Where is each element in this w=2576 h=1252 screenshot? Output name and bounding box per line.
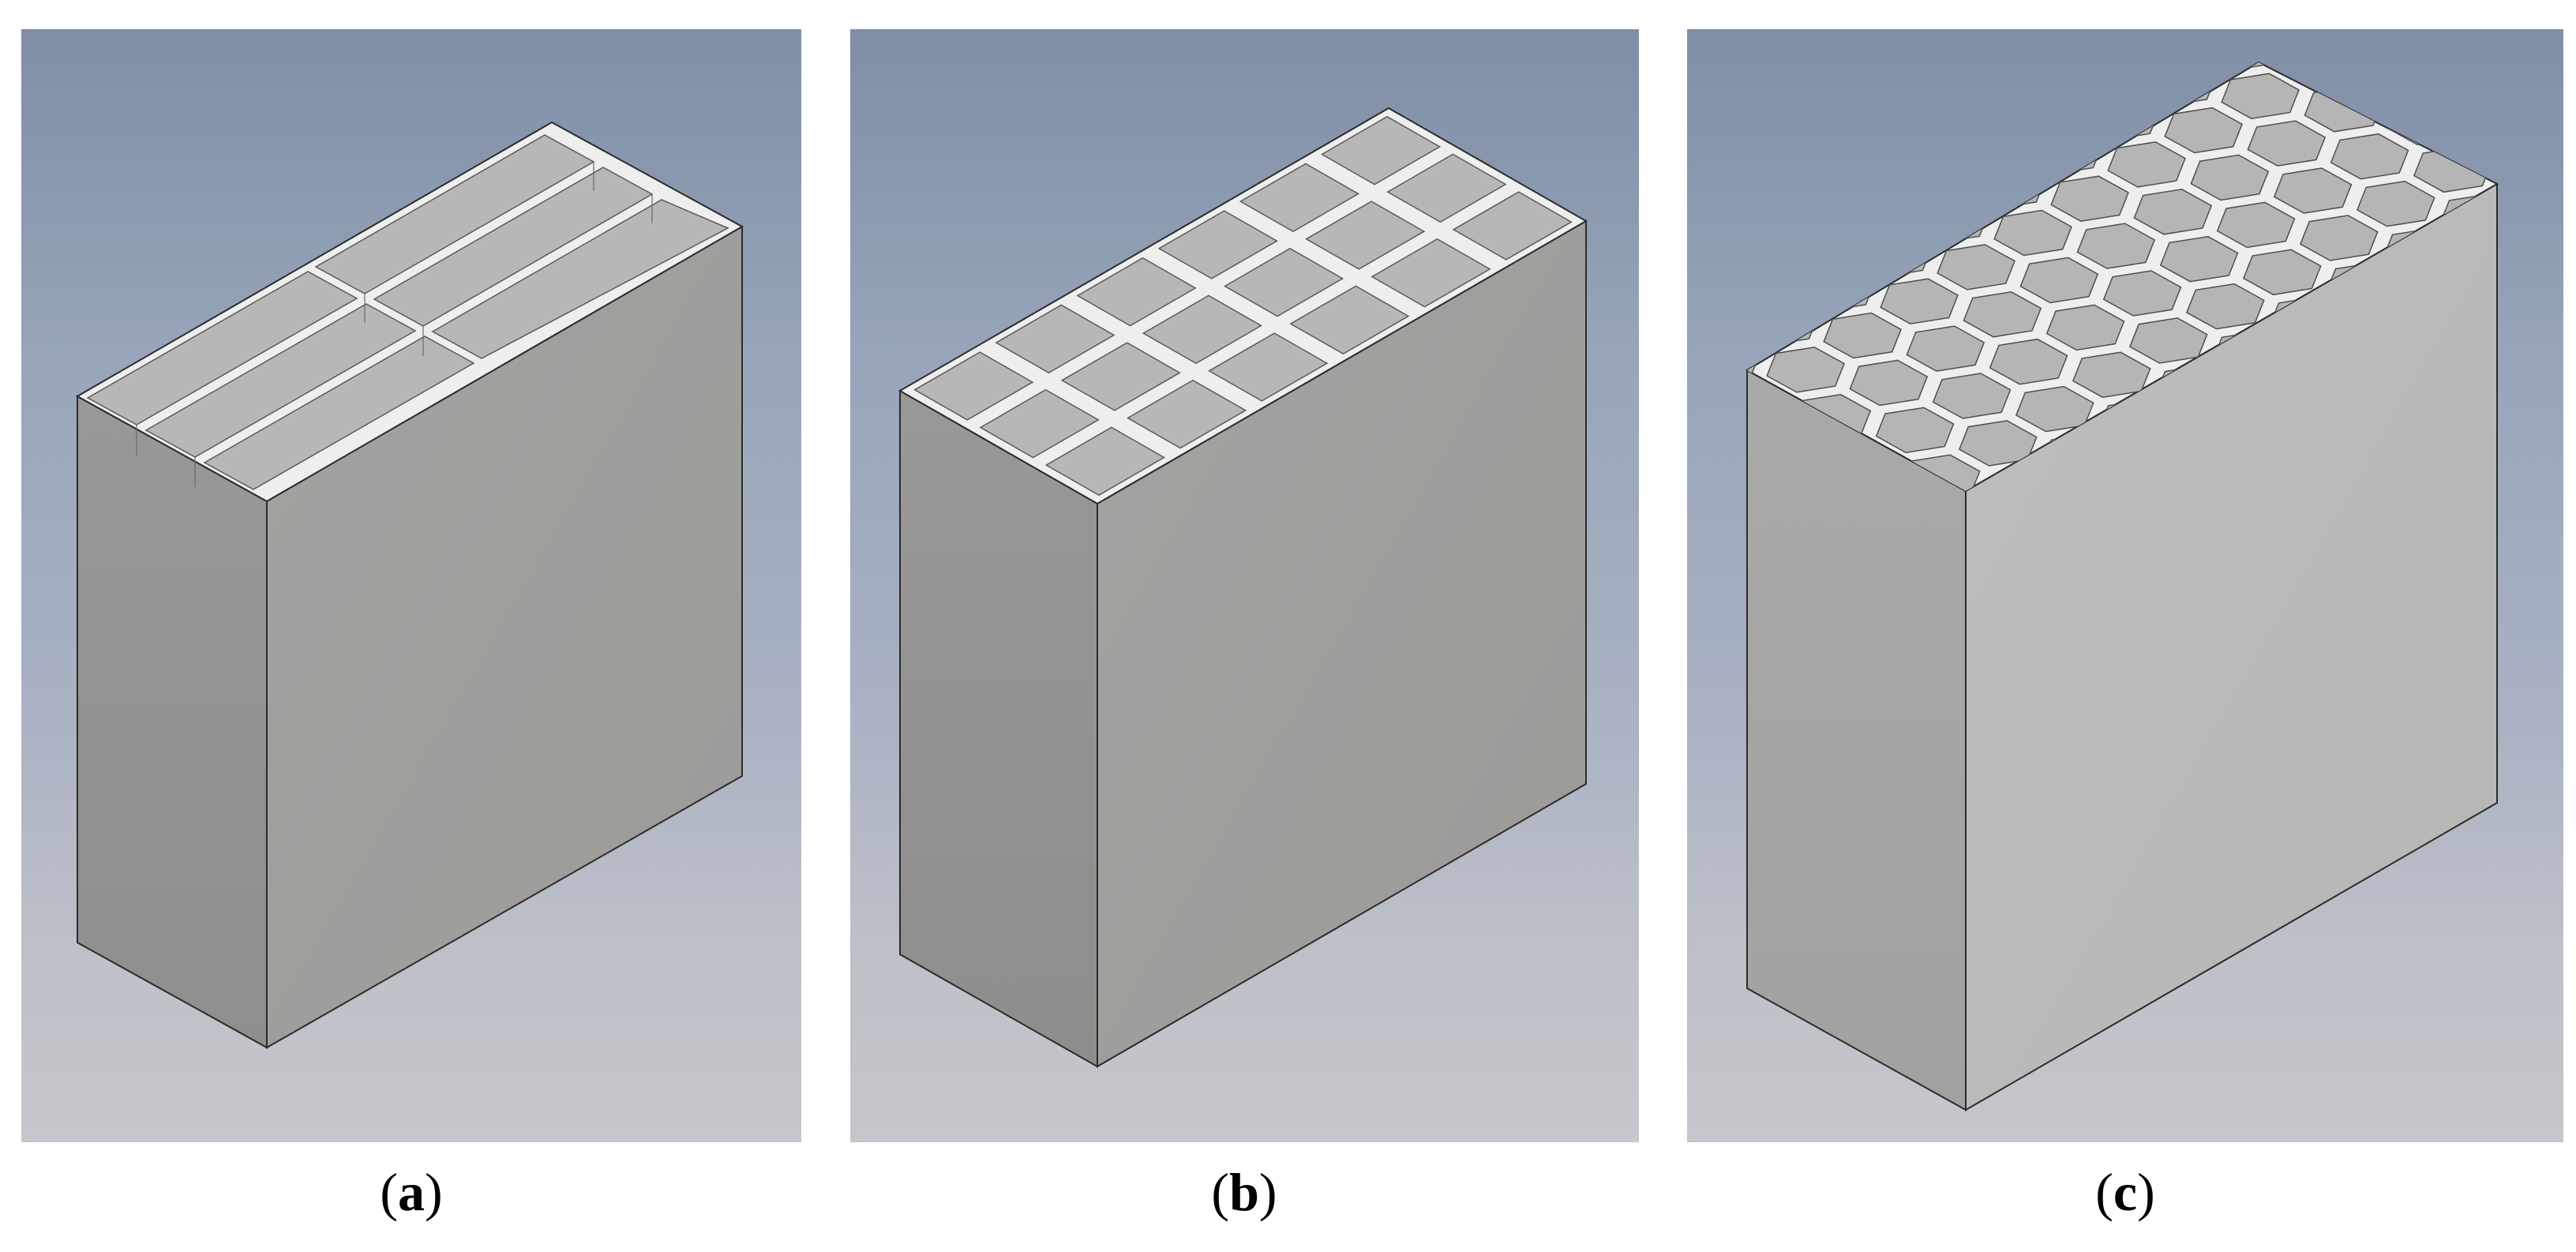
cell — [2185, 283, 2265, 330]
cell-grid — [86, 134, 729, 490]
cell — [1849, 359, 1929, 407]
cell — [1370, 238, 1491, 308]
cell — [1910, 197, 1989, 243]
cell — [2080, 94, 2160, 141]
cell — [2076, 223, 2156, 269]
panel-c-image — [1687, 29, 2563, 1142]
cell — [2164, 107, 2243, 154]
cell — [1142, 294, 1263, 365]
box-square-cells-render — [898, 107, 1588, 1068]
cell — [2330, 133, 2409, 180]
caption-label: c — [2113, 1162, 2138, 1222]
side-face — [77, 395, 268, 1049]
caption-close-paren: ) — [2137, 1162, 2155, 1222]
cell — [1967, 162, 2046, 209]
cell — [1060, 342, 1181, 411]
cell — [2107, 141, 2186, 188]
cell — [2050, 175, 2129, 222]
panel-a-caption: (a) — [293, 1156, 530, 1228]
cell — [2216, 201, 2296, 249]
caption-label: b — [1229, 1162, 1259, 1222]
side-face — [899, 389, 1098, 1068]
cell — [1993, 209, 2072, 257]
side-face — [1746, 369, 1967, 1111]
cell — [1305, 201, 1426, 270]
cell — [1823, 312, 1902, 359]
cell — [1932, 373, 2012, 419]
cell — [2356, 180, 2435, 227]
cell — [1126, 379, 1247, 449]
cell — [2273, 167, 2353, 214]
cell — [2469, 112, 2497, 159]
cell — [1853, 231, 1933, 278]
box-hexagonal-cells-render — [1745, 29, 2499, 1111]
cell — [2133, 189, 2213, 235]
cell — [2242, 249, 2322, 296]
cell — [1386, 153, 1507, 223]
cell — [2496, 159, 2497, 206]
cell — [1747, 299, 1819, 346]
cell — [1906, 325, 1985, 372]
cell — [203, 335, 475, 490]
cell — [2023, 128, 2103, 175]
cell — [1875, 407, 1955, 454]
panel-b-image — [850, 29, 1639, 1142]
cell — [1452, 191, 1573, 261]
cell — [2045, 304, 2125, 351]
box-c — [1745, 29, 2499, 1111]
cell — [2299, 215, 2379, 261]
cell — [1044, 426, 1166, 497]
cell — [2102, 270, 2182, 317]
cell — [1239, 163, 1360, 233]
cell — [1208, 332, 1329, 402]
panel-a-image — [21, 29, 801, 1142]
caption-label: a — [398, 1162, 425, 1222]
cell — [2019, 257, 2099, 304]
cell — [1766, 347, 1845, 393]
cell — [2247, 120, 2327, 167]
cell — [1157, 210, 1278, 279]
cell — [2221, 73, 2300, 119]
caption-close-paren: ) — [1258, 1162, 1277, 1222]
cell — [431, 199, 729, 359]
cell — [1223, 247, 1344, 317]
cell — [1076, 257, 1197, 327]
box-a — [75, 121, 744, 1049]
box-rectangular-cells-render — [75, 121, 744, 1049]
cell — [2194, 62, 2274, 73]
cell — [1320, 115, 1442, 186]
caption-open-paren: ( — [380, 1162, 398, 1222]
panel-c-caption: (c) — [2007, 1156, 2244, 1228]
cell — [913, 351, 1034, 421]
caption-open-paren: ( — [2095, 1162, 2113, 1222]
cell — [1880, 278, 1959, 324]
cell — [1747, 333, 1762, 380]
cell — [2159, 235, 2239, 283]
cell — [2190, 154, 2270, 201]
cell — [995, 304, 1116, 374]
caption-open-paren: ( — [1211, 1162, 1230, 1222]
cell — [1937, 244, 2015, 291]
cell — [1963, 291, 2042, 338]
cell — [979, 388, 1100, 459]
cell — [2252, 29, 2330, 37]
caption-close-paren: ) — [425, 1162, 443, 1222]
cell — [86, 271, 358, 425]
cell — [1989, 338, 2068, 385]
cell — [2137, 62, 2217, 107]
panel-b-caption: (b) — [1126, 1156, 1363, 1228]
cell-grid — [913, 115, 1573, 497]
box-b — [898, 107, 1588, 1068]
cell — [1796, 264, 1876, 312]
cell — [1289, 285, 1410, 355]
cell — [2360, 62, 2440, 99]
cell — [144, 303, 417, 458]
